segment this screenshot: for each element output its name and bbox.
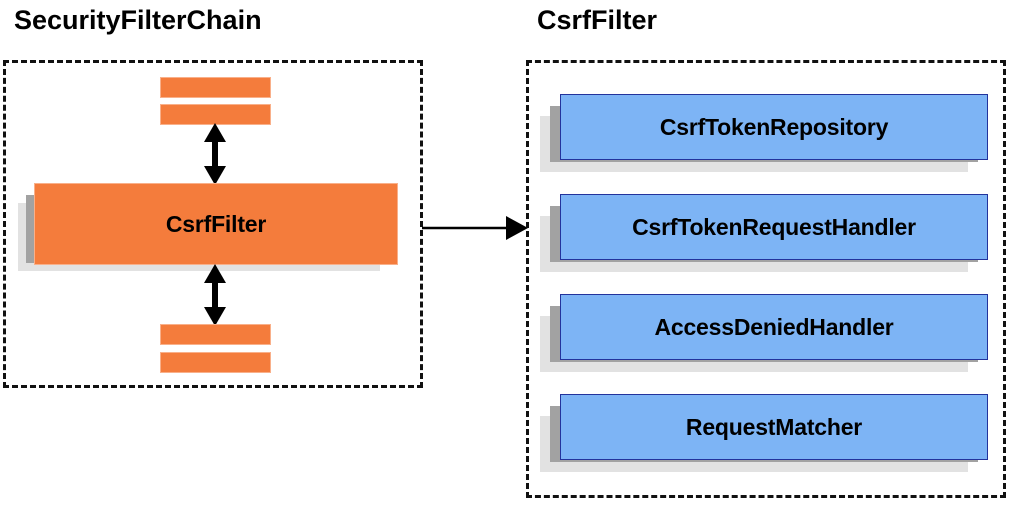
filter-bar-below-2 [160,352,271,373]
filter-bar-above-1 [160,77,271,98]
collaborator-card-csrf-token-request-handler[interactable]: CsrfTokenRequestHandler [540,194,1000,290]
csrf-filter-group-box [526,60,1006,498]
collaborator-card-csrf-token-repository[interactable]: CsrfTokenRepository [540,94,1000,190]
collaborator-card-label: CsrfTokenRepository [659,113,889,140]
security-filter-chain-group-box [3,60,423,388]
collaborator-card-label: RequestMatcher [685,413,863,440]
collaborator-card-label: AccessDeniedHandler [654,313,894,340]
panel-title-security-filter-chain: SecurityFilterChain [14,5,262,35]
arrow-above-csrf-filter [204,123,226,185]
csrf-filter-card-face[interactable]: CsrfFilter [34,183,398,265]
collaborator-card-face[interactable]: CsrfTokenRepository [560,94,988,160]
collaborator-card-label: CsrfTokenRequestHandler [632,213,916,240]
arrow-below-csrf-filter [204,264,226,326]
collaborator-card-face[interactable]: AccessDeniedHandler [560,294,988,360]
panel-title-csrf-filter: CsrfFilter [537,5,658,35]
connector-arrow-csrf-filter-to-detail [422,216,528,240]
csrf-filter-card[interactable]: CsrfFilter [18,183,418,293]
collaborator-card-face[interactable]: CsrfTokenRequestHandler [560,194,988,260]
filter-bar-below-1 [160,324,271,345]
collaborator-card-request-matcher[interactable]: RequestMatcher [540,394,1000,490]
collaborator-card-access-denied-handler[interactable]: AccessDeniedHandler [540,294,1000,390]
collaborator-card-face[interactable]: RequestMatcher [560,394,988,460]
csrf-filter-card-label: CsrfFilter [165,210,267,237]
